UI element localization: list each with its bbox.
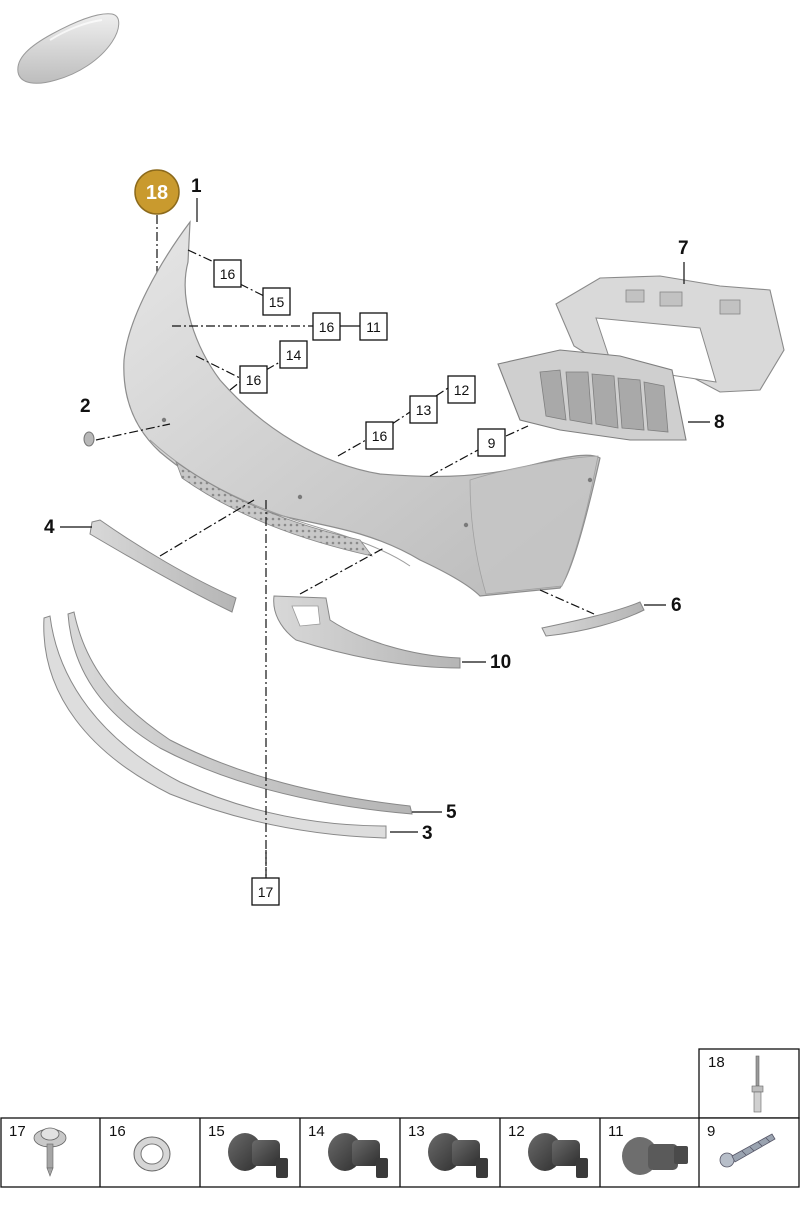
- ref-box-13[interactable]: 13: [409, 395, 438, 424]
- bumper-cover[interactable]: [123, 220, 601, 597]
- parking-sensor-icon: [622, 1137, 688, 1175]
- lower-grille-trim[interactable]: [273, 595, 461, 669]
- svg-text:16: 16: [246, 372, 262, 388]
- parts-cell-14[interactable]: 14: [308, 1123, 388, 1178]
- screw-icon: [719, 1133, 776, 1168]
- svg-text:12: 12: [454, 382, 470, 398]
- parking-sensor-icon: [228, 1133, 288, 1178]
- parts-cell-18[interactable]: 18: [708, 1054, 764, 1113]
- callout-4: 4: [44, 517, 55, 538]
- svg-text:9: 9: [707, 1123, 715, 1140]
- svg-text:17: 17: [258, 884, 274, 900]
- badge-label: 18: [146, 182, 168, 204]
- spoiler-strip-lower[interactable]: [43, 615, 387, 839]
- parts-cell-17[interactable]: 17: [9, 1123, 67, 1177]
- svg-text:14: 14: [286, 347, 302, 363]
- svg-text:16: 16: [319, 319, 335, 335]
- screw-washer-icon: [33, 1127, 67, 1177]
- svg-text:15: 15: [208, 1123, 225, 1140]
- svg-text:16: 16: [220, 266, 236, 282]
- svg-text:12: 12: [508, 1123, 525, 1140]
- svg-text:18: 18: [708, 1054, 725, 1071]
- svg-text:17: 17: [9, 1123, 26, 1140]
- parts-table: [0, 1048, 800, 1188]
- callout-7: 7: [678, 238, 689, 259]
- callout-5: 5: [446, 802, 457, 823]
- ref-box-14[interactable]: 14: [279, 340, 308, 369]
- parts-cell-16[interactable]: 16: [109, 1123, 171, 1172]
- callout-8: 8: [714, 412, 725, 433]
- ref-box-15[interactable]: 15: [262, 287, 291, 316]
- rivet-icon: [751, 1055, 764, 1113]
- ref-box-16-c[interactable]: 16: [239, 365, 268, 394]
- svg-text:14: 14: [308, 1123, 325, 1140]
- ref-box-17[interactable]: 17: [251, 877, 280, 906]
- highlight-badge[interactable]: 18: [134, 169, 180, 215]
- parts-cell-15[interactable]: 15: [208, 1123, 288, 1178]
- leader-lines: [60, 198, 710, 880]
- callout-labels: 1 2 3 4 5 6 7 8 10: [44, 176, 725, 844]
- svg-text:9: 9: [488, 435, 496, 451]
- svg-text:16: 16: [109, 1123, 126, 1140]
- svg-text:15: 15: [269, 294, 285, 310]
- callout-6: 6: [671, 595, 682, 616]
- callout-1: 1: [191, 176, 202, 197]
- parts-cell-9[interactable]: 9: [707, 1123, 776, 1168]
- parts-cell-11[interactable]: 11: [608, 1123, 688, 1175]
- parking-sensor-icon: [328, 1133, 388, 1178]
- air-guide-grille[interactable]: [497, 349, 687, 441]
- trim-strip-left[interactable]: [89, 519, 237, 613]
- svg-text:11: 11: [608, 1123, 624, 1140]
- spoiler-strip-upper[interactable]: [67, 611, 413, 815]
- callout-3: 3: [422, 823, 433, 844]
- ref-box-12[interactable]: 12: [447, 375, 476, 404]
- ref-box-16-a[interactable]: 16: [213, 259, 242, 288]
- callout-10: 10: [490, 652, 511, 673]
- vehicle-silhouette-icon: [17, 13, 120, 84]
- ref-box-11[interactable]: 11: [359, 312, 388, 341]
- svg-text:11: 11: [366, 319, 381, 335]
- sensor-ring-icon: [133, 1136, 171, 1172]
- parking-sensor-icon: [428, 1133, 488, 1178]
- parking-sensor-icon: [528, 1133, 588, 1178]
- svg-text:13: 13: [416, 402, 432, 418]
- ref-box-9[interactable]: 9: [477, 428, 506, 457]
- parts-cell-13[interactable]: 13: [408, 1123, 488, 1178]
- svg-text:16: 16: [372, 428, 388, 444]
- ref-box-16-d[interactable]: 16: [365, 421, 394, 450]
- trim-strip-right[interactable]: [541, 601, 645, 637]
- callout-2: 2: [80, 396, 91, 417]
- ref-box-16-b[interactable]: 16: [312, 312, 341, 341]
- svg-text:13: 13: [408, 1123, 425, 1140]
- parts-cell-12[interactable]: 12: [508, 1123, 588, 1178]
- clip-part[interactable]: [83, 431, 95, 447]
